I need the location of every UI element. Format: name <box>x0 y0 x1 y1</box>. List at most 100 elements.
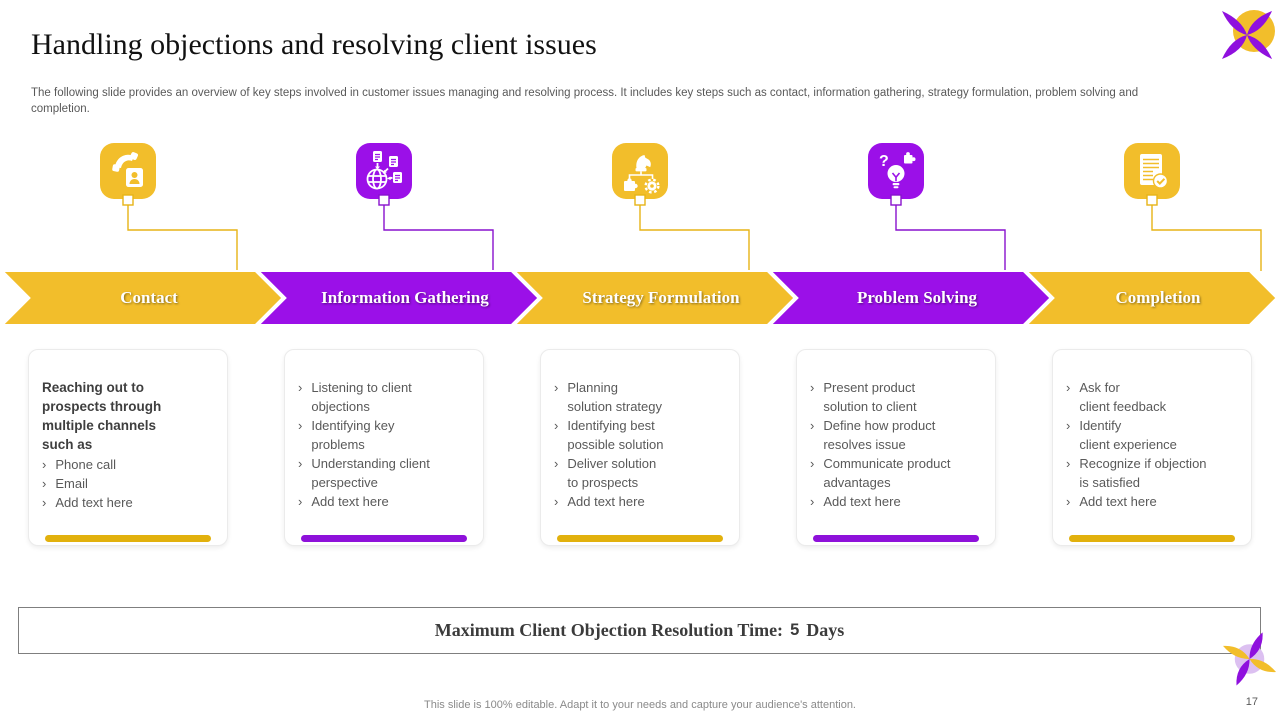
page-title: Handling objections and resolving client… <box>31 28 597 61</box>
bullet-marker: › <box>1066 494 1071 509</box>
list-item: › Ask for client feedback <box>1066 378 1238 416</box>
bullet-text: Recognize if objection is satisfied <box>1079 456 1207 490</box>
card-bullet-list: › Phone call › Email › Add text here <box>42 455 214 512</box>
list-item: › Planning solution strategy <box>554 378 726 416</box>
list-item: › Define how product resolves issue <box>810 416 982 454</box>
resolution-value-unit: Days <box>806 620 845 640</box>
card-accent-bar <box>557 535 723 542</box>
list-item: › Identifying key problems <box>298 416 470 454</box>
step-column <box>1024 143 1280 293</box>
bullet-text: Deliver solution to prospects <box>567 456 657 490</box>
petal-flower-logo-bottom <box>1222 632 1277 686</box>
arrow-segment <box>1021 270 1280 326</box>
bullet-marker: › <box>42 476 47 491</box>
bullet-marker: › <box>810 418 815 433</box>
step-label: Completion <box>1115 288 1201 307</box>
bullet-marker: › <box>554 456 559 471</box>
bullet-text: Ask for client feedback <box>1079 380 1167 414</box>
step-icon-tile <box>1124 143 1180 199</box>
bullet-text: Define how product resolves issue <box>823 418 936 452</box>
list-item: › Present product solution to client <box>810 378 982 416</box>
connector-node <box>1146 194 1158 206</box>
connector-line <box>634 194 750 271</box>
phone-contact-icon <box>100 143 156 199</box>
petal-flower-logo-top <box>1222 10 1275 59</box>
connector-node <box>890 194 902 206</box>
list-item: › Add text here <box>42 493 214 512</box>
bullet-text: Identifying key problems <box>311 418 395 452</box>
connector-line <box>122 194 238 271</box>
bullet-text: Communicate product advantages <box>823 456 951 490</box>
connector-node <box>122 194 134 206</box>
step-icon-tile <box>356 143 412 199</box>
connector-line <box>890 194 1006 271</box>
arrow-segment <box>0 270 287 326</box>
bullet-text: Phone call <box>55 457 117 472</box>
bullet-marker: › <box>298 418 303 433</box>
step-card: Reaching out to prospects through multip… <box>28 349 228 546</box>
document-check-icon <box>1124 143 1180 199</box>
step-icon-tile <box>868 143 924 199</box>
step-card: › Present product solution to client › D… <box>796 349 996 546</box>
arrow-segment <box>765 270 1055 326</box>
step-cards-layer: Reaching out to prospects through multip… <box>0 349 1280 549</box>
list-item: › Add text here <box>1066 492 1238 511</box>
bullet-marker: › <box>554 418 559 433</box>
list-item: › Add text here <box>554 492 726 511</box>
list-item: › Recognize if objection is satisfied <box>1066 454 1238 492</box>
bullet-marker: › <box>810 456 815 471</box>
step-label: Contact <box>120 288 178 307</box>
card-bullet-list: › Listening to client objections › Ident… <box>298 378 470 511</box>
bullet-marker: › <box>298 494 303 509</box>
step-icon-tile <box>612 143 668 199</box>
step-column <box>256 143 512 293</box>
bullet-marker: › <box>554 494 559 509</box>
resolution-banner: Maximum Client Objection Resolution Time… <box>18 607 1261 654</box>
step-column <box>768 143 1024 293</box>
arrow-segment <box>253 270 543 326</box>
page-number: 17 <box>1245 696 1258 708</box>
list-item: › Identify client experience <box>1066 416 1238 454</box>
list-item: › Identifying best possible solution <box>554 416 726 454</box>
strategy-knight-icon <box>612 143 668 199</box>
arrow-banner <box>0 270 1280 326</box>
step-column <box>0 143 256 293</box>
list-item: › Deliver solution to prospects <box>554 454 726 492</box>
step-column <box>512 143 768 293</box>
card-bullet-list: › Ask for client feedback › Identify cli… <box>1066 378 1238 511</box>
bullet-text: Identifying best possible solution <box>567 418 664 452</box>
bullet-marker: › <box>42 495 47 510</box>
footer-note: This slide is 100% editable. Adapt it to… <box>424 699 856 711</box>
bullet-text: Present product solution to client <box>823 380 917 414</box>
arrow-segment <box>509 270 799 326</box>
bullet-text: Email <box>55 476 88 491</box>
bullet-text: Add text here <box>567 494 645 509</box>
globe-share-icon <box>356 143 412 199</box>
step-card: › Listening to client objections › Ident… <box>284 349 484 546</box>
connector-line <box>1146 194 1262 271</box>
bullet-text: Add text here <box>311 494 389 509</box>
card-accent-bar <box>45 535 211 542</box>
bullet-marker: › <box>1066 456 1071 471</box>
card-accent-bar <box>813 535 979 542</box>
card-bullet-list: › Planning solution strategy › Identifyi… <box>554 378 726 511</box>
bullet-marker: › <box>1066 418 1071 433</box>
list-item: › Phone call <box>42 455 214 474</box>
card-intro-text: Reaching out to prospects through multip… <box>42 380 162 452</box>
bullet-text: Listening to client objections <box>311 380 412 414</box>
bullet-marker: › <box>1066 380 1071 395</box>
list-item: › Listening to client objections <box>298 378 470 416</box>
card-accent-bar <box>301 535 467 542</box>
idea-bulb-icon <box>868 143 924 199</box>
card-bullet-list: › Present product solution to client › D… <box>810 378 982 511</box>
connector-node <box>378 194 390 206</box>
step-label: Information Gathering <box>321 288 489 307</box>
bullet-text: Identify client experience <box>1079 418 1177 452</box>
bullet-marker: › <box>810 380 815 395</box>
bullet-text: Planning solution strategy <box>567 380 663 414</box>
step-card: › Ask for client feedback › Identify cli… <box>1052 349 1252 546</box>
bullet-marker: › <box>42 457 47 472</box>
slide-subtitle: The following slide provides an overview… <box>31 87 1139 115</box>
